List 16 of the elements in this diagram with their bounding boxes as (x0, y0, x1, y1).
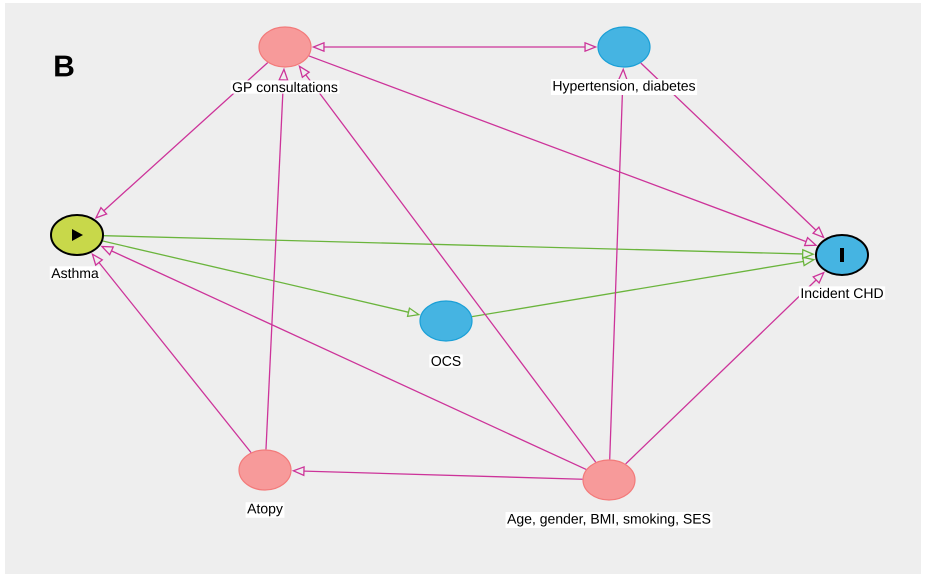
node-label: OCS (429, 354, 463, 368)
node-ellipse (582, 459, 636, 501)
node-label: Atopy (246, 502, 284, 518)
node-label: Hypertension, diabetes (550, 78, 698, 96)
node-ellipse (238, 449, 292, 491)
node-ellipse (419, 300, 473, 342)
node-ellipse (258, 26, 312, 68)
node-label: Asthma (50, 266, 100, 280)
node-ellipse (50, 214, 104, 256)
panel-letter: B (55, 56, 74, 76)
node-ellipse (597, 26, 651, 68)
node-label: Age, gender, BMI, smoking, SES (506, 512, 712, 528)
node-label: Hypertension, diabetes (554, 80, 696, 94)
node-label: Incident CHD (798, 286, 886, 300)
node-label: GP consultations (230, 80, 340, 94)
node-ellipse (815, 234, 869, 276)
